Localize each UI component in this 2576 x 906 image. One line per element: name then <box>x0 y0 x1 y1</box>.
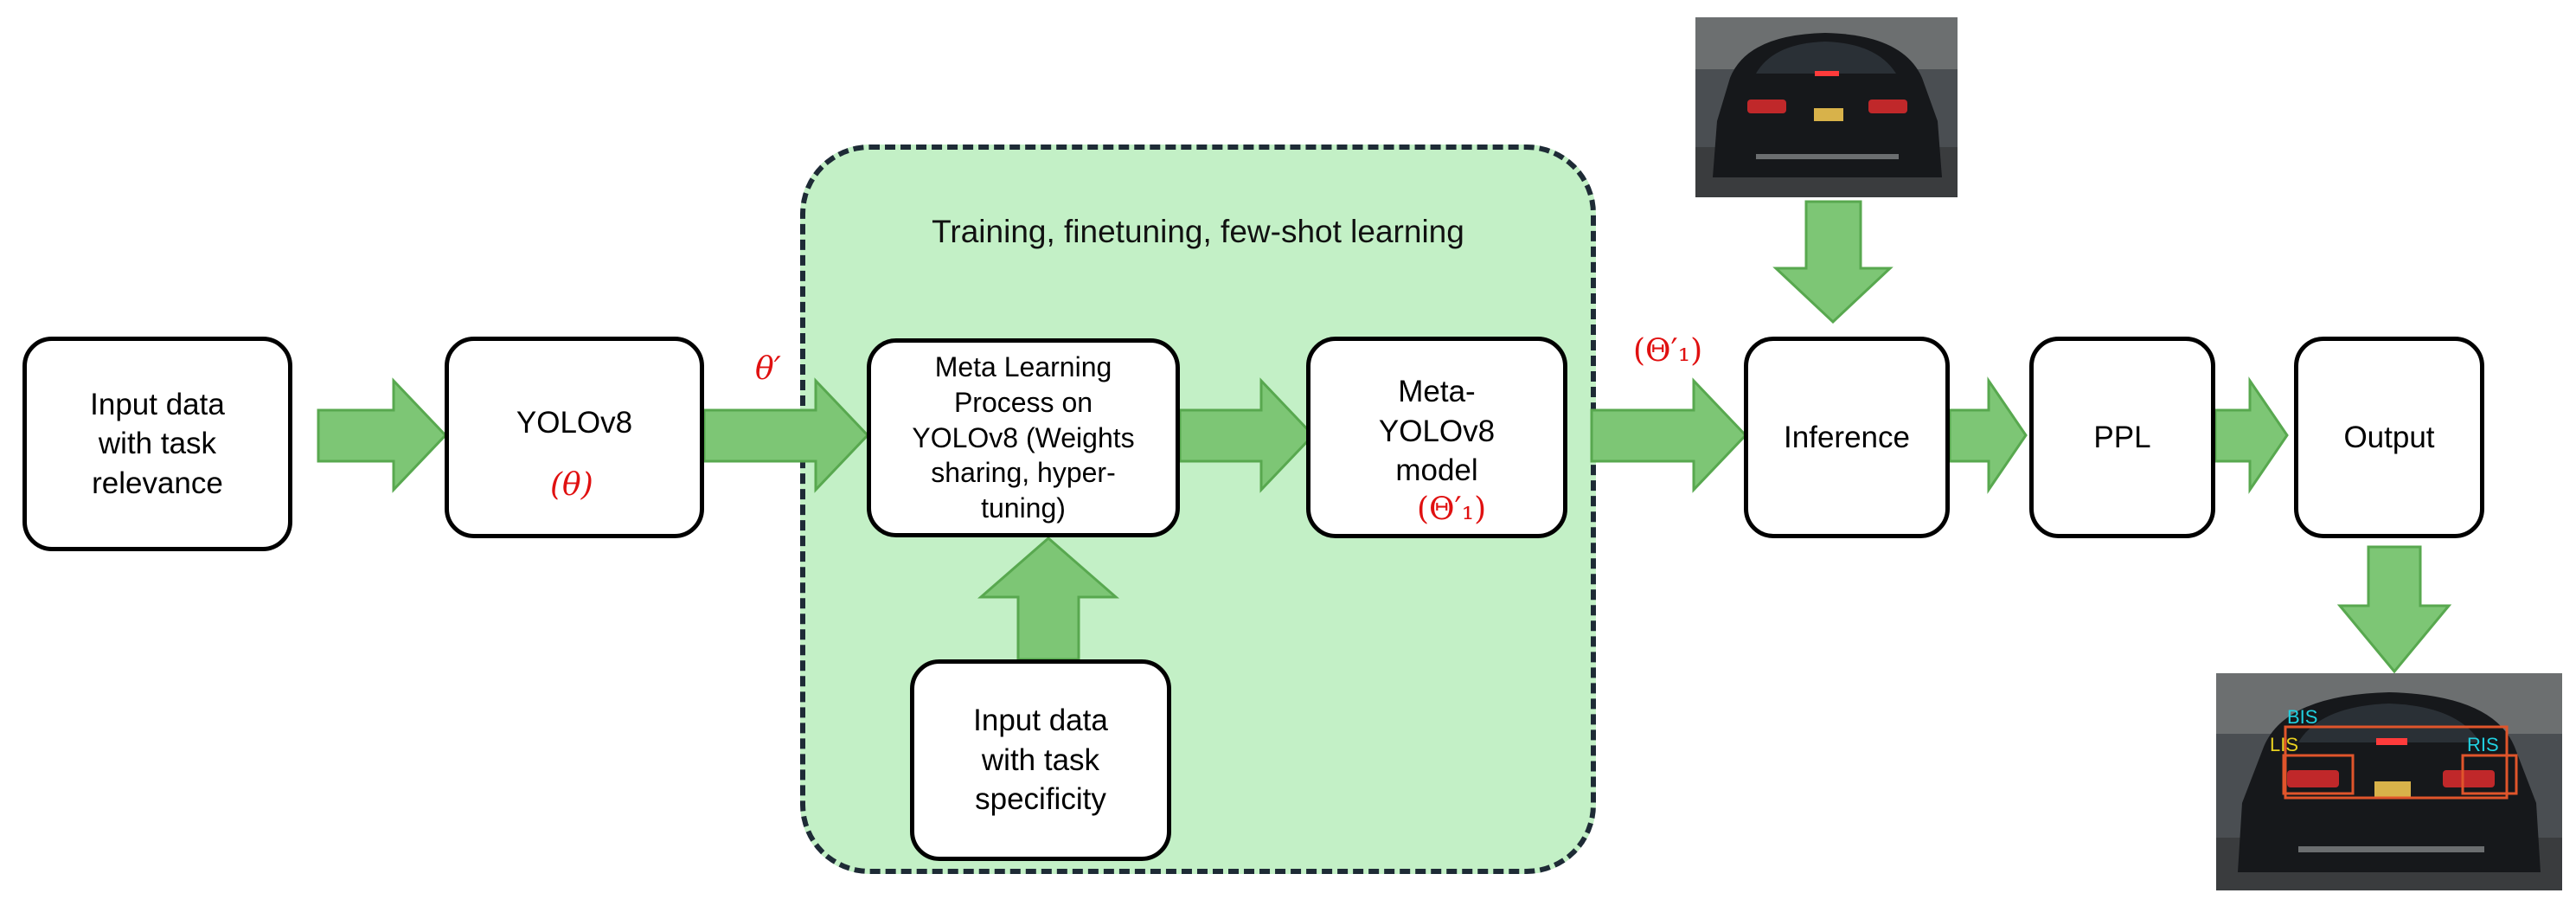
input-specificity-node: Input data with task specificity <box>910 659 1171 861</box>
arrow-yolov8-to-meta-learning <box>702 377 870 493</box>
inference-node: Inference <box>1744 337 1950 538</box>
arrow-ppl-to-output <box>2214 376 2289 494</box>
input-data-line-3: relevance <box>92 466 223 500</box>
output-label: Output <box>2343 420 2435 454</box>
yolov8-label: YOLOv8 <box>516 405 633 440</box>
lis-detection-label: LIS <box>2270 734 2298 755</box>
arrow-input-to-yolov8 <box>317 377 448 493</box>
input-car-illustration <box>1695 17 1958 197</box>
meta-yolov8-line-3: model <box>1395 453 1478 488</box>
arrow-inference-to-ppl <box>1948 376 2028 494</box>
arrow-output-to-image <box>2336 545 2452 674</box>
training-region-title: Training, finetuning, few-shot learning <box>932 214 1464 249</box>
arrow-meta-yolov8-to-inference <box>1590 377 1748 493</box>
bis-box <box>2284 725 2509 800</box>
bis-detection-label: BIS <box>2287 706 2317 728</box>
meta-learning-node: Meta Learning Process on YOLOv8 (Weights… <box>867 338 1180 537</box>
arrow-image-to-inference <box>1772 200 1894 324</box>
input-car-image <box>1695 17 1958 197</box>
ppl-label: PPL <box>2093 420 2151 454</box>
meta-learning-line-4: sharing, hyper- <box>931 457 1116 489</box>
ppl-node: PPL <box>2029 337 2215 538</box>
input-data-node: Input data with task relevance <box>22 337 292 551</box>
input-data-line-1: Input data <box>90 387 225 421</box>
output-car-image: BIS LIS RIS <box>2216 673 2562 890</box>
input-specificity-line-1: Input data <box>973 704 1108 738</box>
input-specificity-line-3: specificity <box>975 782 1106 817</box>
meta-yolov8-node: Meta- YOLOv8 model <box>1306 337 1567 538</box>
meta-yolov8-line-2: YOLOv8 <box>1378 414 1496 448</box>
theta1-prime-edge-label: (Θ′₁) <box>1633 333 1703 369</box>
output-node: Output <box>2294 337 2484 538</box>
arrow-meta-learning-to-meta-yolov8 <box>1178 377 1316 493</box>
meta-yolov8-param: (Θ′₁) <box>1417 492 1487 527</box>
meta-learning-line-3: YOLOv8 (Weights <box>912 421 1135 453</box>
meta-yolov8-line-1: Meta- <box>1398 375 1476 409</box>
ris-detection-label: RIS <box>2467 734 2499 755</box>
meta-learning-line-2: Process on <box>953 387 1093 419</box>
theta-prime-label: θ′ <box>755 351 781 387</box>
meta-learning-line-1: Meta Learning <box>934 351 1112 383</box>
input-data-line-2: with task <box>98 427 217 461</box>
yolov8-node: YOLOv8 <box>445 337 704 538</box>
output-car-illustration: BIS LIS RIS <box>2216 673 2562 890</box>
input-specificity-line-2: with task <box>981 742 1100 777</box>
arrow-specificity-to-meta-learning <box>977 537 1120 661</box>
ris-box <box>2461 754 2518 795</box>
yolov8-param: (θ) <box>550 467 593 503</box>
inference-label: Inference <box>1784 420 1910 454</box>
lis-box <box>2282 754 2355 795</box>
meta-learning-line-5: tuning) <box>981 492 1066 524</box>
